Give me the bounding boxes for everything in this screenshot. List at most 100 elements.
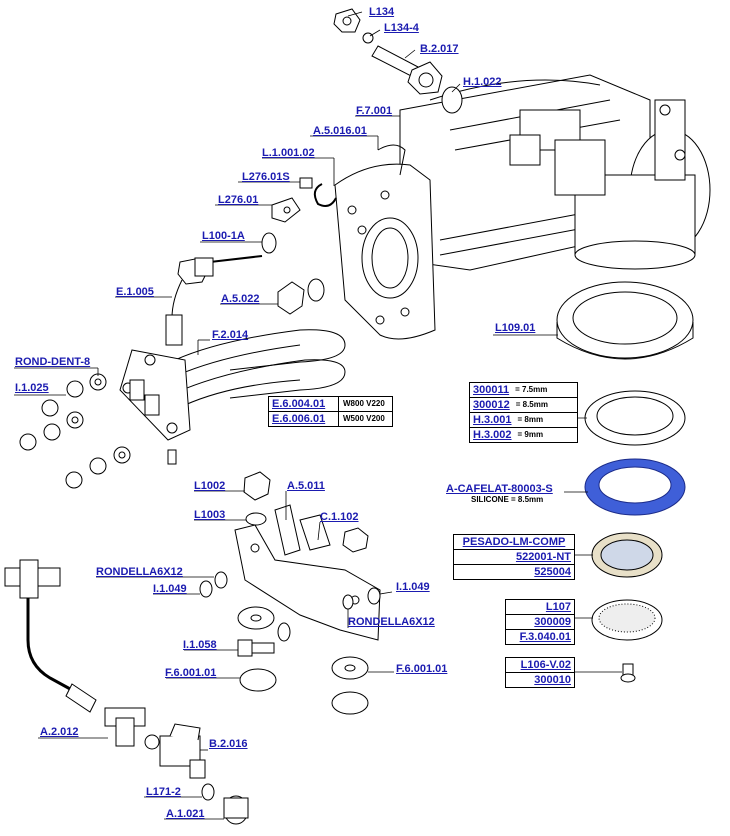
label-l27601s[interactable]: L276.01S [242,171,290,183]
gasket-row: 300011= 7.5mm [470,383,577,398]
label-f6001-left[interactable]: F.6.001.01 [165,667,217,679]
nut-l1002 [243,471,271,501]
label-cafelat[interactable]: A-CAFELAT-80003-S [446,483,553,495]
label-b2017[interactable]: B.2.017 [420,43,459,55]
circlip-l100102 [313,183,337,207]
gasket-size: = 8.5mm [515,400,548,409]
element-code[interactable]: E.6.006.01 [272,413,326,425]
clamp-l27601 [271,197,301,223]
boiler-body [399,74,711,271]
label-l134-4[interactable]: L134-4 [384,22,419,34]
label-a5022[interactable]: A.5.022 [221,293,260,305]
label-rondella-2[interactable]: RONDELLA6X12 [348,616,435,628]
label-l1002[interactable]: L1002 [194,480,226,492]
label-b2016[interactable]: B.2.016 [209,738,248,750]
gasket-row: H.3.002 = 9mm [470,428,577,442]
screen-row: 300009 [506,615,574,630]
plug-a5022 [277,278,325,315]
label-l1712[interactable]: L171-2 [146,786,181,798]
label-rondella-1[interactable]: RONDELLA6X12 [96,566,183,578]
screen-table: L107 300009 F.3.040.01 [505,599,575,645]
shower-screen-table: PESADO-LM-COMP 522001-NT 525004 [453,534,575,580]
shower-row: PESADO-LM-COMP [454,535,574,550]
label-l10901[interactable]: L109.01 [495,322,536,334]
element-spec: W800 V220 [338,397,389,411]
gasket-code[interactable]: 300011 [473,384,510,396]
gasket-code[interactable]: H.3.001 [473,414,512,426]
spacer-f6001-left [237,606,277,692]
label-c1102[interactable]: C.1.102 [320,511,359,523]
gasket-300011 [584,390,686,446]
nut-l134 [333,8,361,33]
screen-row: L107 [506,600,574,615]
screw-code[interactable]: 300010 [534,674,571,686]
label-f6001-right[interactable]: F.6.001.01 [396,663,448,675]
label-f2014[interactable]: F.2.014 [212,329,249,341]
valve-b2016 [159,723,206,779]
screen-code[interactable]: 300009 [534,616,571,628]
label-l134[interactable]: L134 [369,6,395,18]
label-f7001[interactable]: F.7.001 [356,105,393,117]
gasket-size: = 9mm [517,430,544,439]
label-l1003[interactable]: L1003 [194,509,226,521]
label-i1025[interactable]: I.1.025 [15,382,49,394]
group-flange [334,144,436,340]
screw-row: 300010 [506,673,574,687]
label-l27601[interactable]: L276.01 [218,194,259,206]
shower-code[interactable]: 525004 [534,566,571,578]
shower-screen-l107 [591,599,663,641]
bolt-i1058 [237,639,275,657]
label-a1021[interactable]: A.1.021 [166,808,205,820]
washer-l1712 [201,783,215,801]
cafelat-note: SILICONE = 8.5mm [471,495,544,504]
label-i1058[interactable]: I.1.058 [183,639,217,651]
element-row: E.6.004.01 W800 V220 [269,397,392,412]
nuts-and-lockwashers [19,373,131,489]
label-i1049-1[interactable]: I.1.049 [153,583,187,595]
label-a5011[interactable]: A.5.011 [287,480,325,492]
label-h1022[interactable]: H.1.022 [463,76,502,88]
screw-l106 [620,663,636,683]
screen-code[interactable]: L107 [545,601,571,613]
ring-l10901 [556,281,694,360]
gasket-size: = 8mm [517,415,544,424]
label-l100102[interactable]: L.1.001.02 [262,147,315,159]
gasket-cafelat-blue [584,458,686,516]
label-i1049-2[interactable]: I.1.049 [396,581,430,593]
label-a5016[interactable]: A.5.016.01 [313,125,367,137]
nut-i1049-1 [199,580,213,598]
shower-code[interactable]: PESADO-LM-COMP [462,536,566,548]
shower-code[interactable]: 522001-NT [515,551,571,563]
leader-lines [14,11,622,820]
gasket-code[interactable]: H.3.002 [473,429,512,441]
o-ring-l134-4 [362,32,374,44]
solenoid-valve [509,99,686,196]
screw-table: L106-V.02 300010 [505,657,575,688]
gasket-code[interactable]: 300012 [473,399,510,411]
label-rond-dent-8[interactable]: ROND-DENT-8 [15,356,91,368]
screw-code[interactable]: L106-V.02 [520,659,571,671]
screen-row: F.3.040.01 [506,630,574,644]
bracket-a5011 [234,504,381,641]
screw-row: L106-V.02 [506,658,574,673]
clamp-l27601s [299,177,313,189]
label-e1005[interactable]: E.1.005 [116,286,154,298]
heating-element [119,329,346,465]
washer-bracket [277,622,291,642]
washer-l1001a [261,232,277,254]
label-a2012[interactable]: A.2.012 [40,726,79,738]
label-l1001a[interactable]: L100-1A [202,230,245,242]
fitting-b2017 [371,45,443,95]
tee-a2012 [104,707,160,750]
cap-a1021 [223,795,249,825]
shower-row: 522001-NT [454,550,574,565]
washer-l1003 [245,512,267,526]
tee-fitting [4,559,97,713]
nut-c1102 [342,527,369,553]
element-code[interactable]: E.6.004.01 [272,398,326,410]
screen-code[interactable]: F.3.040.01 [519,631,571,643]
gasket-row: H.3.001 = 8mm [470,413,577,428]
